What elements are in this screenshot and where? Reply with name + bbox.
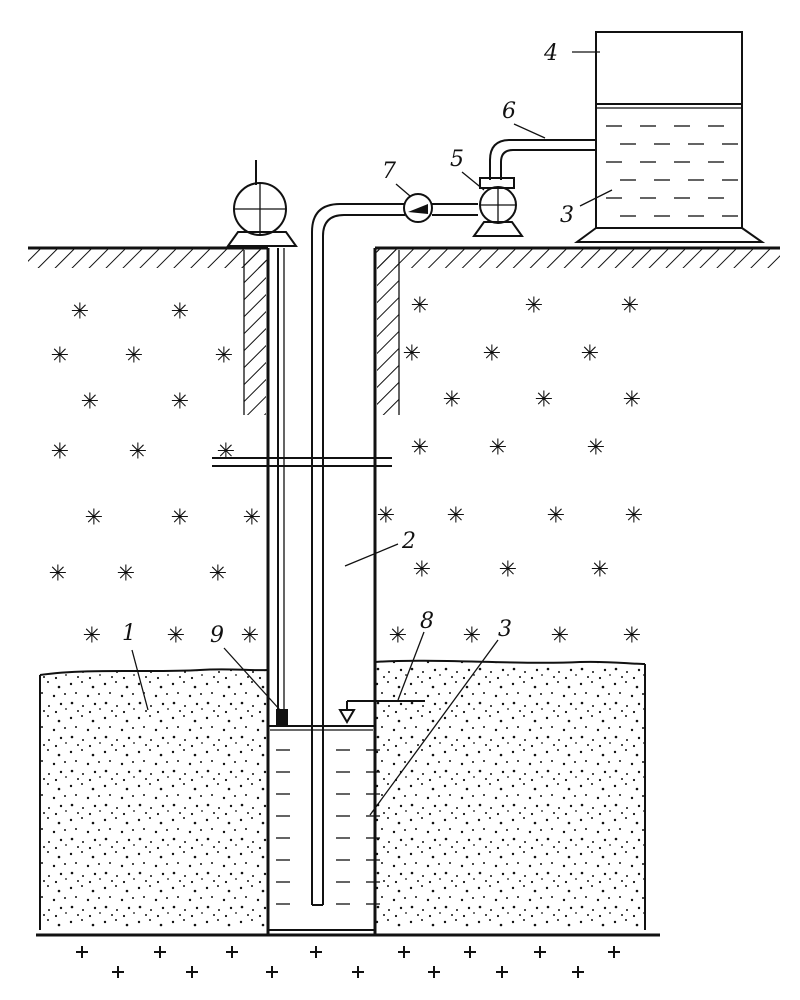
svg-text:✳: ✳ [623,624,641,649]
svg-text:✳: ✳ [389,624,407,649]
label-8: 8 [420,609,434,634]
svg-text:✳: ✳ [171,506,189,531]
svg-text:✳: ✳ [551,624,569,649]
label-5: 5 [450,147,464,172]
label-9: 9 [210,623,224,648]
svg-text:✳: ✳ [623,388,641,413]
svg-text:✳: ✳ [117,562,135,587]
svg-text:✳: ✳ [71,300,89,325]
aquifer-sand-layer [40,661,645,930]
ground-surface [28,248,780,268]
svg-text:✳: ✳ [81,390,99,415]
svg-text:✳: ✳ [83,624,101,649]
upper-soil-layer: ✳✳✳✳✳✳✳✳✳✳✳✳✳✳✳✳✳✳✳✳✳✳✳✳✳✳✳✳✳✳✳✳✳✳✳✳✳✳✳✳… [49,294,643,649]
svg-text:✳: ✳ [447,504,465,529]
svg-text:✳: ✳ [403,342,421,367]
label-3-well: 3 [498,617,512,642]
svg-text:✳: ✳ [587,436,605,461]
svg-text:✳: ✳ [85,506,103,531]
label-6: 6 [502,99,516,124]
svg-text:✳: ✳ [625,504,643,529]
well-shaft [244,248,399,935]
measuring-cable [278,248,284,710]
label-1: 1 [122,621,136,646]
flow-meter [404,194,478,222]
svg-text:✳: ✳ [49,562,67,587]
svg-text:✳: ✳ [51,344,69,369]
winch [228,160,296,246]
svg-text:✳: ✳ [215,344,233,369]
support-bar [212,458,392,466]
pump [474,178,522,236]
svg-text:✳: ✳ [125,344,143,369]
svg-text:✳: ✳ [535,388,553,413]
label-3-tank: 3 [560,203,574,228]
storage-tank [577,32,762,242]
bedrock-layer [36,935,660,978]
svg-text:✳: ✳ [483,342,501,367]
svg-text:✳: ✳ [591,558,609,583]
water-level-sensor [276,709,288,727]
svg-text:✳: ✳ [241,624,259,649]
delivery-pipe [490,140,596,180]
svg-text:✳: ✳ [489,436,507,461]
svg-text:✳: ✳ [413,558,431,583]
svg-text:✳: ✳ [621,294,639,319]
svg-text:✳: ✳ [411,294,429,319]
svg-text:✳: ✳ [463,624,481,649]
svg-text:✳: ✳ [243,506,261,531]
svg-text:✳: ✳ [171,390,189,415]
svg-text:✳: ✳ [443,388,461,413]
svg-text:✳: ✳ [499,558,517,583]
svg-text:✳: ✳ [377,504,395,529]
svg-text:✳: ✳ [209,562,227,587]
svg-text:✳: ✳ [217,440,235,465]
label-4: 4 [543,41,558,66]
svg-text:✳: ✳ [171,300,189,325]
svg-text:✳: ✳ [167,624,185,649]
label-7: 7 [382,159,396,184]
svg-text:✳: ✳ [547,504,565,529]
label-2: 2 [401,529,416,554]
svg-text:✳: ✳ [129,440,147,465]
svg-text:✳: ✳ [581,342,599,367]
svg-text:✳: ✳ [411,436,429,461]
svg-text:✳: ✳ [525,294,543,319]
svg-text:✳: ✳ [51,440,69,465]
